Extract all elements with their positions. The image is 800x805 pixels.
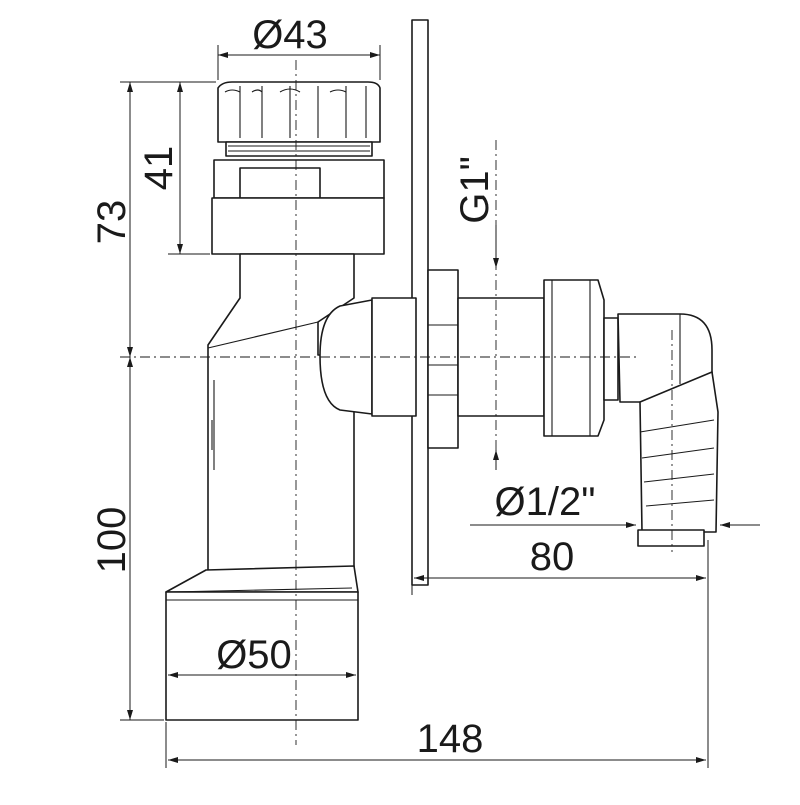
dim-wall-offset: 80 xyxy=(530,535,575,579)
siphon-body xyxy=(165,81,385,721)
center-lines xyxy=(120,60,673,745)
dim-lower-height: 100 xyxy=(90,507,134,574)
dim-pipe-diameter: Ø50 xyxy=(216,633,292,677)
dim-hose-diameter: Ø1/2" xyxy=(495,480,596,524)
dim-cap-diameter: Ø43 xyxy=(252,13,328,57)
dim-cap-height: 41 xyxy=(137,146,181,191)
dimension-labels: Ø43 41 73 G1" Ø1/2" 80 100 Ø50 148 xyxy=(90,13,595,761)
dim-thread: G1" xyxy=(453,156,497,224)
dim-total-width: 148 xyxy=(417,717,484,761)
dim-upper-height: 73 xyxy=(90,200,134,245)
dimension-lines xyxy=(120,45,760,768)
